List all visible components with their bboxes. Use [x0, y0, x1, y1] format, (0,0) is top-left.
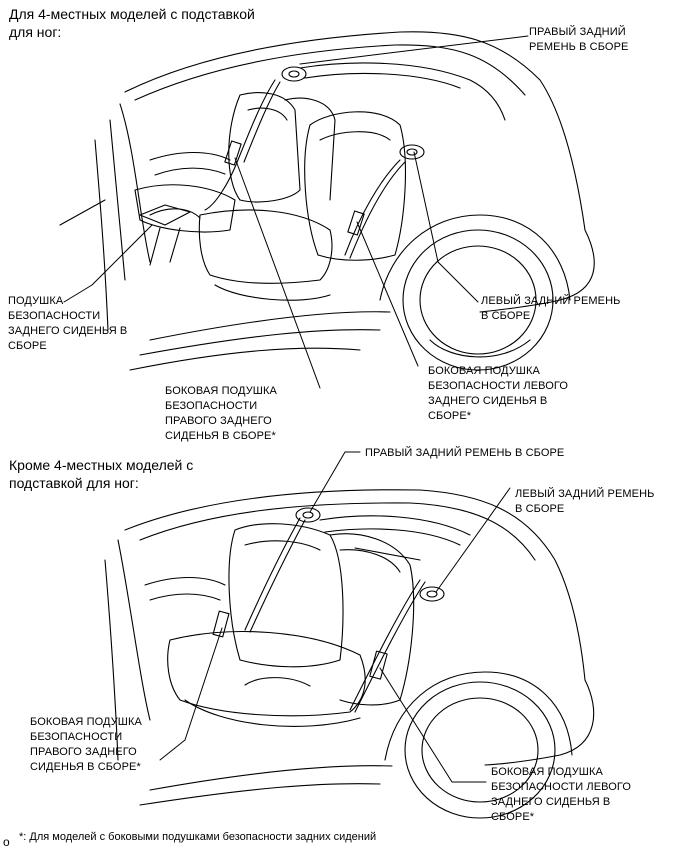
footnote-text: *: Для моделей с боковыми подушками безо…: [19, 831, 377, 843]
top-label-rear-seat-airbag: ПОДУШКА БЕЗОПАСНОСТИ ЗАДНЕГО СИДЕНЬЯ В С…: [8, 295, 128, 352]
top-label-right-rear-belt: ПРАВЫЙ ЗАДНИЙ РЕМЕНЬ В СБОРЕ: [529, 26, 629, 53]
bottom-label-left-side-airbag: БОКОВАЯ ПОДУШКА БЕЗОПАСНОСТИ ЛЕВОГО ЗАДН…: [491, 766, 631, 823]
top-label-right-side-airbag: БОКОВАЯ ПОДУШКА БЕЗОПАСНОСТИ ПРАВОГО ЗАД…: [165, 385, 277, 442]
bottom-section-heading: Кроме 4-местных моделей с подставкой для…: [9, 457, 194, 491]
bottom-label-right-side-airbag: БОКОВАЯ ПОДУШКА БЕЗОПАСНОСТИ ПРАВОГО ЗАД…: [30, 716, 142, 773]
bottom-leader-lines: [160, 452, 510, 782]
top-car-illustration: [60, 32, 594, 370]
footnote-marker: o: [3, 835, 10, 849]
bottom-car-illustration: [105, 490, 594, 818]
top-section-heading: Для 4-местных моделей с подставкой для н…: [9, 6, 255, 40]
top-label-left-side-airbag: БОКОВАЯ ПОДУШКА БЕЗОПАСНОСТИ ЛЕВОГО ЗАДН…: [428, 365, 568, 422]
bottom-label-right-rear-belt: ПРАВЫЙ ЗАДНИЙ РЕМЕНЬ В СБОРЕ: [365, 447, 565, 459]
top-leader-lines: [64, 36, 528, 388]
bottom-label-left-rear-belt: ЛЕВЫЙ ЗАДНИЙ РЕМЕНЬ В СБОРЕ: [515, 488, 655, 515]
top-label-left-rear-belt: ЛЕВЫЙ ЗАДНИЙ РЕМЕНЬ В СБОРЕ: [481, 295, 621, 322]
